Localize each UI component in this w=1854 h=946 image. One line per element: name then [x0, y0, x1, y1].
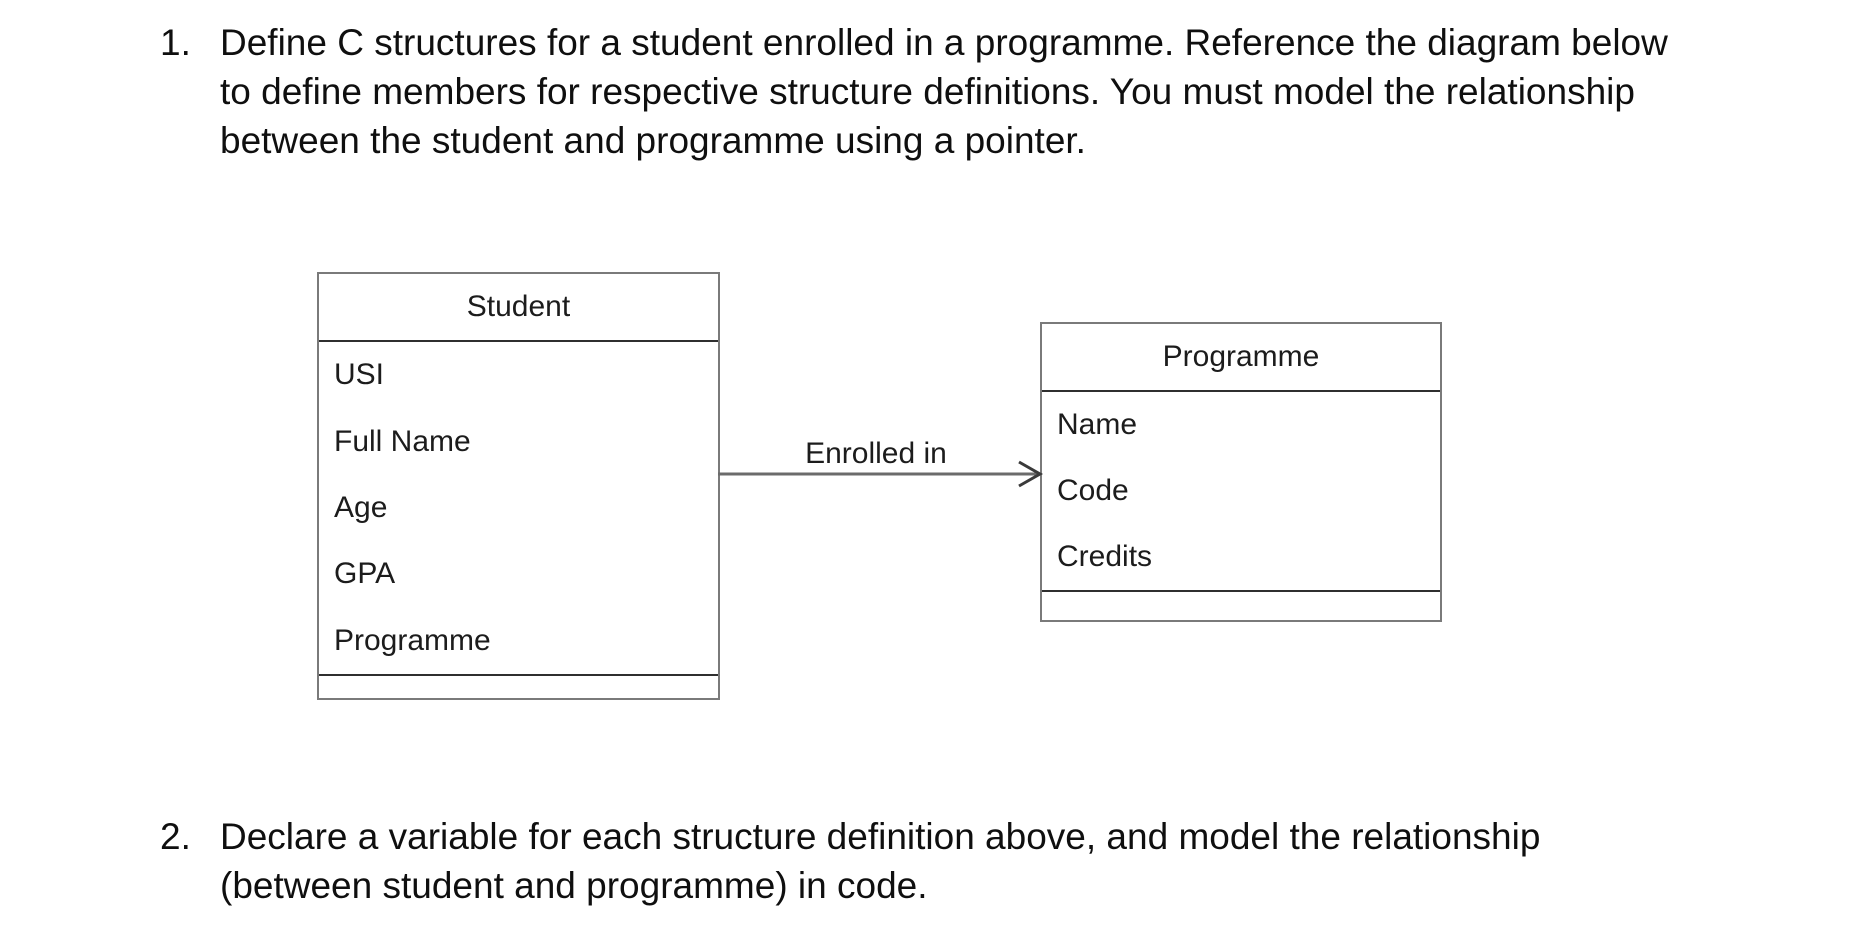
attribute-row: GPA — [334, 557, 396, 591]
relationship-label: Enrolled in — [805, 437, 947, 470]
attribute-row: Credits — [1057, 540, 1153, 573]
question-text-line: (between student and programme) in code. — [220, 865, 928, 906]
question-text-line: between the student and programme using … — [220, 120, 1086, 161]
question-text-line: to define members for respective structu… — [220, 71, 1635, 112]
attribute-row: Full Name — [334, 424, 471, 458]
question-number: 1. — [160, 22, 191, 63]
question-item-2: 2. Declare a variable for each structure… — [160, 812, 1540, 910]
entity-box-programme: Programme Name Code Credits — [1040, 322, 1442, 622]
entity-title: Student — [319, 274, 718, 342]
question-text: Declare a variable for each structure de… — [220, 812, 1540, 910]
attribute-row: Name — [1057, 408, 1138, 441]
attribute-row: Age — [334, 491, 388, 525]
question-text-line: Define C structures for a student enroll… — [220, 22, 1668, 63]
entity-empty-compartment — [319, 674, 718, 698]
entity-attribute-list: Name Code Credits — [1042, 392, 1440, 590]
question-text-line: Declare a variable for each structure de… — [220, 816, 1541, 857]
entity-title: Programme — [1042, 324, 1440, 392]
entity-empty-compartment — [1042, 590, 1440, 620]
attribute-row: Code — [1057, 474, 1129, 507]
relationship-arrow-icon — [718, 460, 1044, 488]
question-item-1: 1. Define C structures for a student enr… — [160, 18, 1668, 165]
question-text: Define C structures for a student enroll… — [220, 18, 1668, 165]
attribute-row: Programme — [334, 623, 491, 657]
attribute-row: USI — [334, 358, 385, 392]
entity-attribute-list: USI Full Name Age GPA Programme — [319, 342, 718, 674]
question-number: 2. — [160, 816, 191, 857]
entity-box-student: Student USI Full Name Age GPA Programme — [317, 272, 720, 700]
